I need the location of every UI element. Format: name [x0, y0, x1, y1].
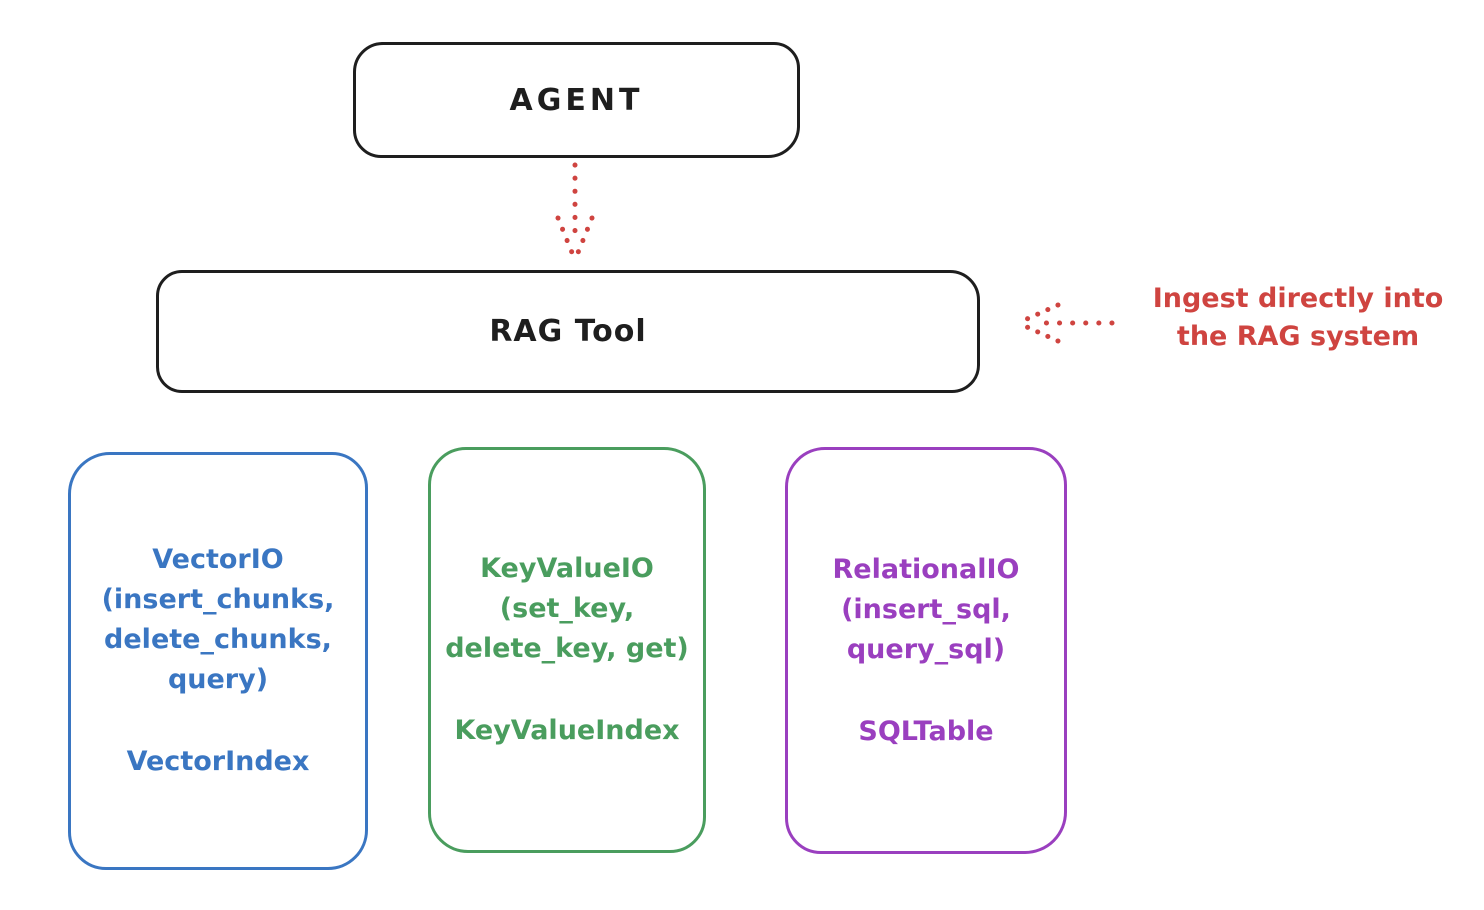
rag-tool-label: RAG Tool: [489, 314, 647, 349]
vector-io-methods-2: delete_chunks,: [104, 624, 332, 655]
keyvalue-io-methods-1: (set_key,: [499, 593, 635, 624]
relational-io-node: RelationalIO (insert_sql, query_sql) SQL…: [785, 447, 1067, 854]
annotation-line-2: the RAG system: [1176, 321, 1420, 352]
keyvalue-io-node: KeyValueIO (set_key, delete_key, get) Ke…: [428, 447, 706, 853]
relational-io-methods-1: (insert_sql,: [841, 593, 1011, 625]
agent-node: AGENT: [353, 42, 800, 158]
vector-io-methods-1: (insert_chunks,: [101, 584, 335, 615]
relational-io-footer: SQLTable: [858, 715, 994, 747]
vector-io-node: VectorIO (insert_chunks, delete_chunks, …: [68, 452, 368, 870]
rag-tool-node: RAG Tool: [156, 270, 980, 393]
keyvalue-io-footer: KeyValueIndex: [454, 715, 680, 746]
vector-io-methods-3: query): [167, 664, 269, 695]
vector-io-title: VectorIO: [152, 544, 284, 575]
keyvalue-io-methods-2: delete_key, get): [445, 633, 689, 664]
arrow-agent-to-rag: [555, 162, 595, 263]
arrow-annotation-to-rag: [1015, 302, 1115, 344]
annotation-ingest: Ingest directly into the RAG system: [1122, 280, 1474, 356]
keyvalue-io-title: KeyValueIO: [480, 553, 654, 584]
agent-node-label: AGENT: [509, 82, 644, 118]
relational-io-methods-2: query_sql): [846, 633, 1006, 665]
annotation-line-1: Ingest directly into: [1152, 283, 1444, 314]
vector-io-footer: VectorIndex: [126, 746, 310, 777]
relational-io-title: RelationalIO: [832, 553, 1020, 585]
